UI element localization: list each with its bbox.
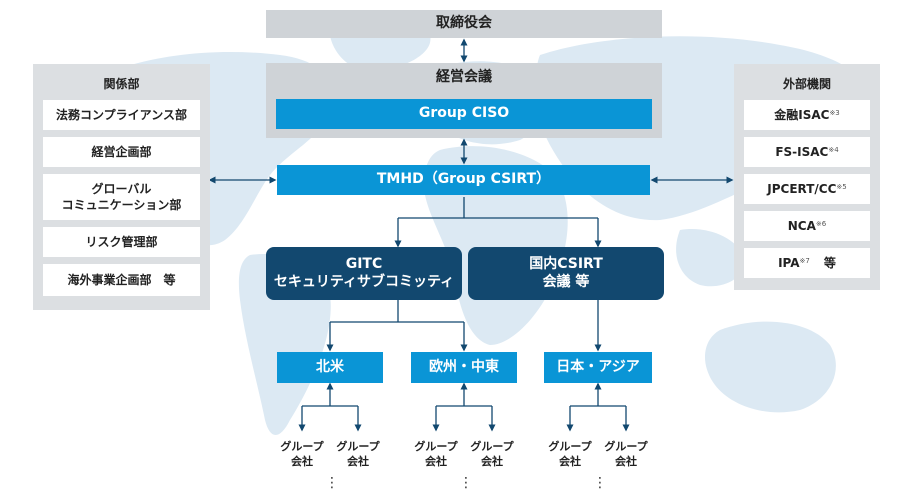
- group-company-line1: グループ: [604, 440, 648, 453]
- tmhd-label: TMHD（Group CSIRT）: [376, 171, 551, 188]
- security-subcommittee-label: セキュリティサブコミッティ: [273, 273, 455, 290]
- domestic-csirt-meeting-box: 国内CSIRT 会議 等: [468, 247, 664, 300]
- dept-overseas-planning-label: 海外事業企画部 等: [67, 272, 176, 287]
- org-financial-isac: 金融ISAC※3: [744, 100, 870, 130]
- external-organizations-panel: 外部機関 金融ISAC※3 FS-ISAC※4 JPCERT/CC※5 NCA※…: [734, 64, 880, 290]
- note-4: ※4: [828, 146, 839, 155]
- dept-overseas-planning: 海外事業企画部 等: [43, 264, 200, 296]
- group-company-line2: 会社: [615, 454, 637, 468]
- group-company: グループ 会社: [548, 440, 592, 470]
- dept-communication-label: コミュニケーション部: [61, 198, 182, 212]
- note-6: ※6: [815, 220, 827, 229]
- group-company: グループ 会社: [336, 440, 380, 470]
- related-departments-title: 関係部: [103, 77, 140, 91]
- org-financial-isac-label: 金融ISAC: [774, 107, 830, 122]
- gitc-label: GITC: [345, 256, 383, 272]
- group-company: グループ 会社: [280, 440, 324, 470]
- org-jpcert-label: JPCERT/CC: [767, 181, 837, 196]
- group-ciso-box: Group CISO: [276, 99, 652, 129]
- org-ipa-suffix: 等: [823, 255, 836, 270]
- note-5: ※5: [836, 183, 847, 192]
- external-organizations-title: 外部機関: [782, 77, 831, 91]
- dept-risk-management: リスク管理部: [43, 227, 200, 257]
- group-company-line2: 会社: [347, 454, 369, 468]
- note-3: ※3: [829, 109, 840, 118]
- group-company-line1: グループ: [470, 440, 514, 453]
- group-company-line1: グループ: [280, 440, 324, 453]
- group-company-line2: 会社: [291, 454, 313, 468]
- region-north-america-box: 北米: [277, 352, 383, 383]
- related-departments-panel: 関係部 法務コンプライアンス部 経営企画部 グローバル コミュニケーション部 リ…: [33, 64, 210, 310]
- org-fs-isac: FS-ISAC※4: [744, 137, 870, 167]
- region-north-america-label: 北米: [316, 358, 344, 375]
- dept-global-label: グローバル: [91, 181, 152, 196]
- tmhd-group-csirt-box: TMHD（Group CSIRT）: [277, 165, 650, 195]
- management-meeting-label: 経営会議: [436, 69, 492, 85]
- note-7: ※7: [799, 257, 810, 266]
- group-company-line1: グループ: [548, 440, 592, 453]
- group-company: グループ 会社: [604, 440, 648, 470]
- board-of-directors-box: 取締役会: [266, 10, 662, 38]
- dept-risk-management-label: リスク管理部: [85, 234, 158, 249]
- board-label: 取締役会: [436, 15, 492, 32]
- ellipsis-japan-asia: ⋮: [593, 475, 607, 491]
- gitc-security-subcommittee-box: GITC セキュリティサブコミッティ: [266, 247, 462, 300]
- region-europe-middle-east-box: 欧州・中東: [411, 352, 517, 383]
- ellipsis-europe-middle-east: ⋮: [459, 475, 473, 491]
- group-company: グループ 会社: [470, 440, 514, 470]
- group-company-line2: 会社: [425, 454, 447, 468]
- group-company-line2: 会社: [481, 454, 503, 468]
- ellipsis-north-america: ⋮: [325, 475, 339, 491]
- dept-legal-compliance-label: 法務コンプライアンス部: [56, 107, 187, 122]
- region-europe-middle-east-label: 欧州・中東: [429, 358, 499, 375]
- group-company-line1: グループ: [336, 440, 380, 453]
- group-company: グループ 会社: [414, 440, 458, 470]
- map-australia: [704, 321, 836, 413]
- group-company-line2: 会社: [559, 454, 581, 468]
- org-ipa-label: IPA: [778, 255, 800, 270]
- group-ciso-label: Group CISO: [418, 105, 510, 122]
- region-japan-asia-label: 日本・アジア: [556, 358, 640, 375]
- dept-legal-compliance: 法務コンプライアンス部: [43, 100, 200, 130]
- region-japan-asia-box: 日本・アジア: [544, 352, 652, 383]
- csirt-meeting-label: 会議 等: [542, 273, 590, 290]
- map-southeast-asia: [676, 229, 745, 287]
- org-nca: NCA※6: [744, 211, 870, 241]
- domestic-csirt-label: 国内CSIRT: [529, 256, 603, 272]
- group-company-line1: グループ: [414, 440, 458, 453]
- dept-global-communication: グローバル コミュニケーション部: [43, 174, 200, 220]
- org-jpcert: JPCERT/CC※5: [744, 174, 870, 204]
- dept-corporate-planning-label: 経営企画部: [91, 144, 152, 159]
- dept-corporate-planning: 経営企画部: [43, 137, 200, 167]
- org-nca-label: NCA: [787, 218, 816, 233]
- org-ipa: IPA※7 等: [744, 248, 870, 278]
- org-fs-isac-label: FS-ISAC: [775, 144, 829, 159]
